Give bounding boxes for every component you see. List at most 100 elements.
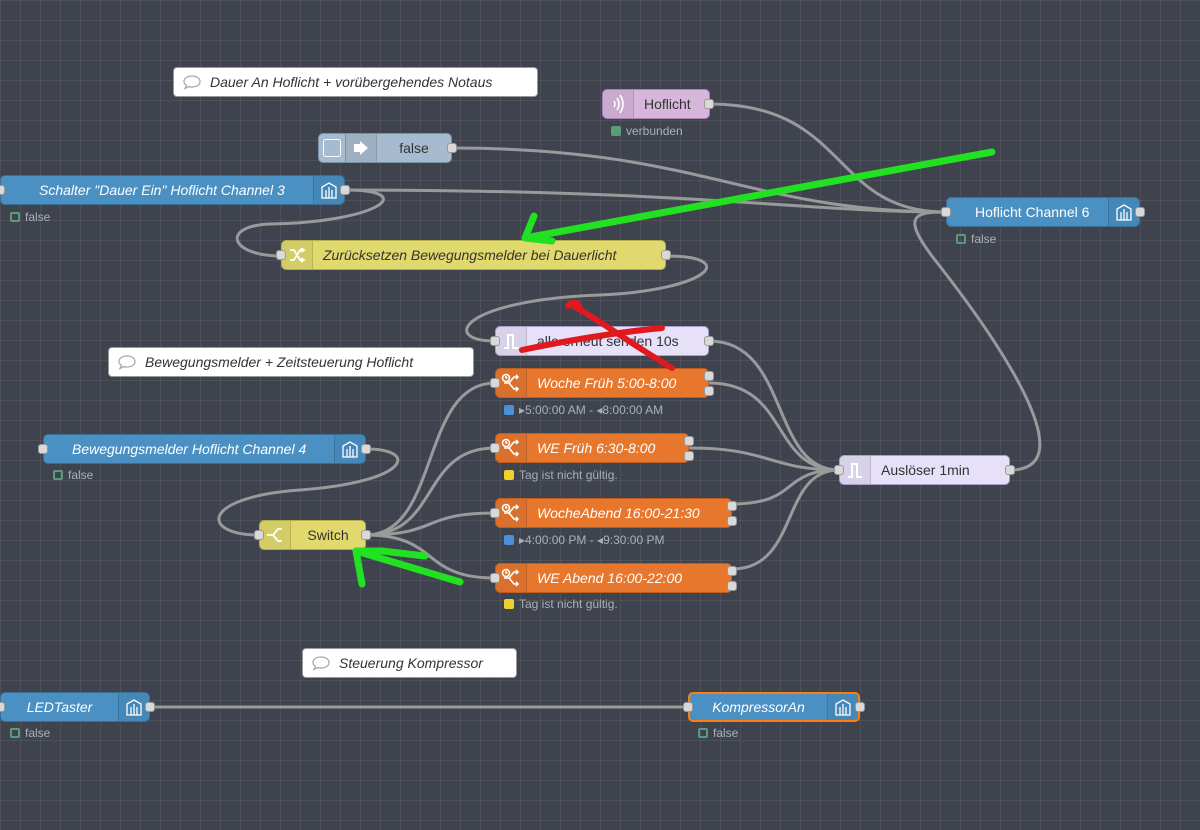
output-port-2[interactable]	[727, 581, 737, 591]
output-port-1[interactable]	[704, 371, 714, 381]
input-port[interactable]	[683, 702, 693, 712]
wire-wefrueh-to-ausloeser	[688, 446, 840, 472]
output-port[interactable]	[855, 702, 865, 712]
status-dot	[504, 535, 514, 545]
output-port[interactable]	[704, 336, 714, 346]
inject-button[interactable]	[319, 134, 346, 162]
output-port[interactable]	[361, 530, 371, 540]
node-we-abend[interactable]: WE Abend 16:00-22:00	[495, 563, 732, 593]
wire-schalter-to-zuruecksetzen	[235, 188, 385, 258]
status-dot	[611, 126, 621, 136]
node-label: WE Früh 6:30-8:00	[537, 440, 656, 456]
input-port[interactable]	[254, 530, 264, 540]
node-status: Tag ist nicht gültig.	[504, 468, 618, 482]
input-port[interactable]	[941, 207, 951, 217]
speech-bubble-icon	[174, 74, 210, 90]
wire-erneut-to-ausloeser	[708, 339, 840, 472]
node-zuruecksetzen[interactable]: Zurücksetzen Bewegungsmelder bei Dauerli…	[281, 240, 666, 270]
input-port[interactable]	[276, 250, 286, 260]
output-port[interactable]	[704, 99, 714, 109]
status-dot	[956, 234, 966, 244]
node-label: Bewegungsmelder Hoflicht Channel 4	[72, 441, 307, 457]
node-hoflicht-channel6[interactable]: Hoflicht Channel 6	[946, 197, 1140, 227]
node-label: WE Abend 16:00-22:00	[537, 570, 683, 586]
trigger-icon	[496, 327, 527, 355]
broadcast-icon	[603, 90, 634, 118]
homekit-icon	[334, 435, 365, 463]
input-port[interactable]	[0, 702, 5, 712]
status-dot	[504, 405, 514, 415]
input-port[interactable]	[38, 444, 48, 454]
input-port[interactable]	[834, 465, 844, 475]
speech-bubble-icon	[303, 655, 339, 671]
input-port[interactable]	[490, 378, 500, 388]
timeswitch-icon	[496, 499, 527, 527]
input-port[interactable]	[490, 573, 500, 583]
input-port[interactable]	[490, 336, 500, 346]
node-label: Auslöser 1min	[881, 462, 970, 478]
comment-text: Bewegungsmelder + Zeitsteuerung Hoflicht	[145, 354, 414, 370]
node-status: false	[956, 232, 996, 246]
output-port-1[interactable]	[727, 566, 737, 576]
status-dot	[10, 728, 20, 738]
wire-schalter-to-channel6	[344, 188, 947, 214]
shuffle-icon	[282, 241, 313, 269]
node-inject-false[interactable]: false	[318, 133, 452, 163]
node-status: false	[698, 726, 738, 740]
input-port[interactable]	[490, 443, 500, 453]
node-bewegungsmelder[interactable]: Bewegungsmelder Hoflicht Channel 4	[43, 434, 366, 464]
node-label: Switch	[307, 527, 349, 543]
node-woche-abend[interactable]: WocheAbend 16:00-21:30	[495, 498, 732, 528]
wire-wochefrueh-to-ausloeser	[708, 381, 840, 472]
node-ledtaster[interactable]: LEDTaster	[0, 692, 150, 722]
node-erneut-senden[interactable]: alle erneut senden 10s	[495, 326, 709, 356]
output-port[interactable]	[361, 444, 371, 454]
wire-switch-to-wochefrueh	[365, 381, 496, 537]
node-kompressor[interactable]: KompressorAn	[688, 692, 860, 722]
output-port[interactable]	[661, 250, 671, 260]
node-ausloeser[interactable]: Auslöser 1min	[839, 455, 1010, 485]
output-port-2[interactable]	[704, 386, 714, 396]
output-port-2[interactable]	[684, 451, 694, 461]
comment-dauer-an[interactable]: Dauer An Hoflicht + vorübergehendes Nota…	[173, 67, 538, 97]
input-port[interactable]	[490, 508, 500, 518]
output-port[interactable]	[145, 702, 155, 712]
node-switch[interactable]: Switch	[259, 520, 366, 550]
wire-weabend-to-ausloeser	[731, 468, 840, 571]
node-hoflicht[interactable]: Hoflicht	[602, 89, 710, 119]
trigger-icon	[840, 456, 871, 484]
output-port-1[interactable]	[727, 501, 737, 511]
node-status: verbunden	[611, 124, 683, 138]
homekit-icon	[313, 176, 344, 204]
output-port-1[interactable]	[684, 436, 694, 446]
wire-ausloeser-to-channel6	[913, 210, 1042, 472]
node-woche-frueh[interactable]: Woche Früh 5:00-8:00	[495, 368, 709, 398]
switch-icon	[260, 521, 291, 549]
node-status: ▸4:00:00 PM - ◂9:30:00 PM	[504, 533, 664, 547]
node-status: Tag ist nicht gültig.	[504, 597, 618, 611]
output-port[interactable]	[1135, 207, 1145, 217]
node-schalter-dauer-ein[interactable]: Schalter "Dauer Ein" Hoflicht Channel 3	[0, 175, 345, 205]
comment-text: Dauer An Hoflicht + vorübergehendes Nota…	[210, 74, 493, 90]
inject-arrow-icon	[346, 134, 377, 162]
wire-switch-to-weabend	[365, 533, 496, 580]
output-port-2[interactable]	[727, 516, 737, 526]
speech-bubble-icon	[109, 354, 145, 370]
comment-kompressor[interactable]: Steuerung Kompressor	[302, 648, 517, 678]
status-dot	[698, 728, 708, 738]
node-status: false	[53, 468, 93, 482]
wire-bewegungsmelder-to-switch	[217, 447, 400, 537]
node-label: WocheAbend 16:00-21:30	[537, 505, 700, 521]
node-status: false	[10, 210, 50, 224]
comment-text: Steuerung Kompressor	[339, 655, 483, 671]
node-we-frueh[interactable]: WE Früh 6:30-8:00	[495, 433, 689, 463]
homekit-icon	[1108, 198, 1139, 226]
status-dot	[504, 470, 514, 480]
timeswitch-icon	[496, 369, 527, 397]
output-port[interactable]	[1005, 465, 1015, 475]
comment-bewegungsmelder[interactable]: Bewegungsmelder + Zeitsteuerung Hoflicht	[108, 347, 474, 377]
input-port[interactable]	[0, 185, 5, 195]
output-port[interactable]	[340, 185, 350, 195]
output-port[interactable]	[447, 143, 457, 153]
